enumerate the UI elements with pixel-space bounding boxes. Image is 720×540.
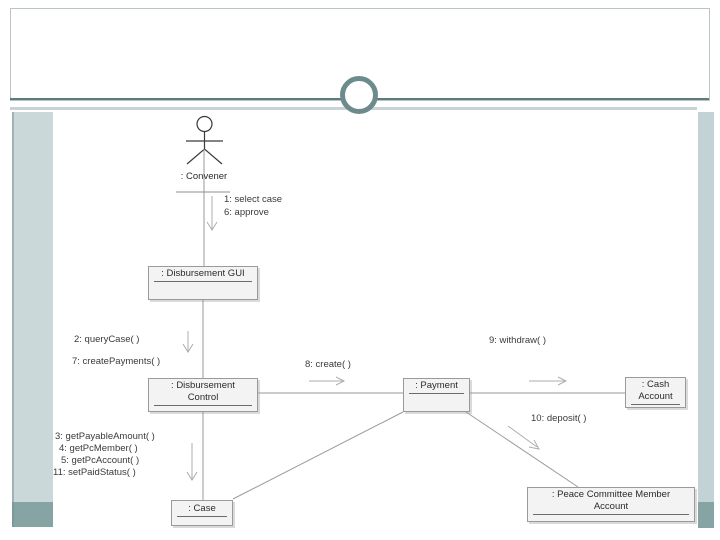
object-name-underline: [533, 514, 689, 515]
object-label: : Payment: [415, 380, 458, 391]
object-peace-committee-member-account: : Peace Committee Member Account: [527, 487, 695, 522]
message-1-select-case: 1: select case: [224, 194, 283, 205]
arrow-msg-9-right: [529, 376, 568, 386]
object-name-underline: [154, 281, 252, 282]
arrow-msg-3-4-5-11-down: [186, 443, 198, 481]
arrow-msg-10-diagonal: [507, 425, 540, 450]
arrow-msg-8-right: [309, 376, 346, 386]
object-label: Control: [187, 392, 219, 403]
object-label: : Peace Committee Member: [551, 489, 671, 500]
actor-head: [196, 115, 213, 133]
message-4-getpcmember: 4: getPcMember( ): [59, 443, 138, 454]
object-cash-account: : Cash Account: [625, 377, 686, 408]
object-label: Account: [638, 391, 673, 402]
object-disbursement-control: : Disbursement Control: [148, 378, 258, 412]
message-11-setpaidstatus: 11: setPaidStatus( ): [53, 467, 136, 478]
actor-figure: [186, 115, 223, 165]
object-name-underline: [409, 393, 464, 394]
ring-ornament: [340, 76, 378, 114]
right-bar-light: [698, 112, 714, 502]
object-disbursement-gui: : Disbursement GUI: [148, 266, 258, 300]
object-name-underline: [177, 516, 227, 517]
message-10-deposit: 10: deposit( ): [531, 413, 587, 424]
object-payment: : Payment: [403, 378, 470, 412]
message-8-create: 8: create( ): [305, 359, 351, 370]
message-5-getpcaccount: 5: getPcAccount( ): [61, 455, 140, 466]
actor-label-convener: : Convener: [180, 171, 228, 182]
left-bar-dark: [12, 502, 53, 527]
arrow-msg-2-7-down: [182, 331, 194, 353]
message-2-querycase: 2: queryCase( ): [74, 334, 140, 345]
link-case-payment: [232, 411, 404, 500]
actor-legs: [186, 148, 223, 165]
message-9-withdraw: 9: withdraw( ): [489, 335, 547, 346]
message-7-createpayments: 7: createPayments( ): [72, 356, 161, 367]
message-3-getpayableamount: 3: getPayableAmount( ): [55, 431, 155, 442]
right-bar-dark: [698, 502, 714, 528]
object-label: : Cash: [641, 379, 670, 390]
message-6-approve: 6: approve: [224, 207, 269, 218]
object-label: : Case: [188, 503, 216, 514]
left-bar-light: [12, 112, 53, 502]
object-label: Account: [593, 501, 629, 512]
object-label: : Disbursement: [171, 380, 235, 391]
arrow-msg-1-6-down: [206, 196, 218, 231]
object-label: : Disbursement GUI: [161, 268, 245, 279]
object-name-underline: [631, 404, 680, 405]
object-case: : Case: [171, 500, 233, 526]
object-name-underline: [154, 405, 252, 406]
